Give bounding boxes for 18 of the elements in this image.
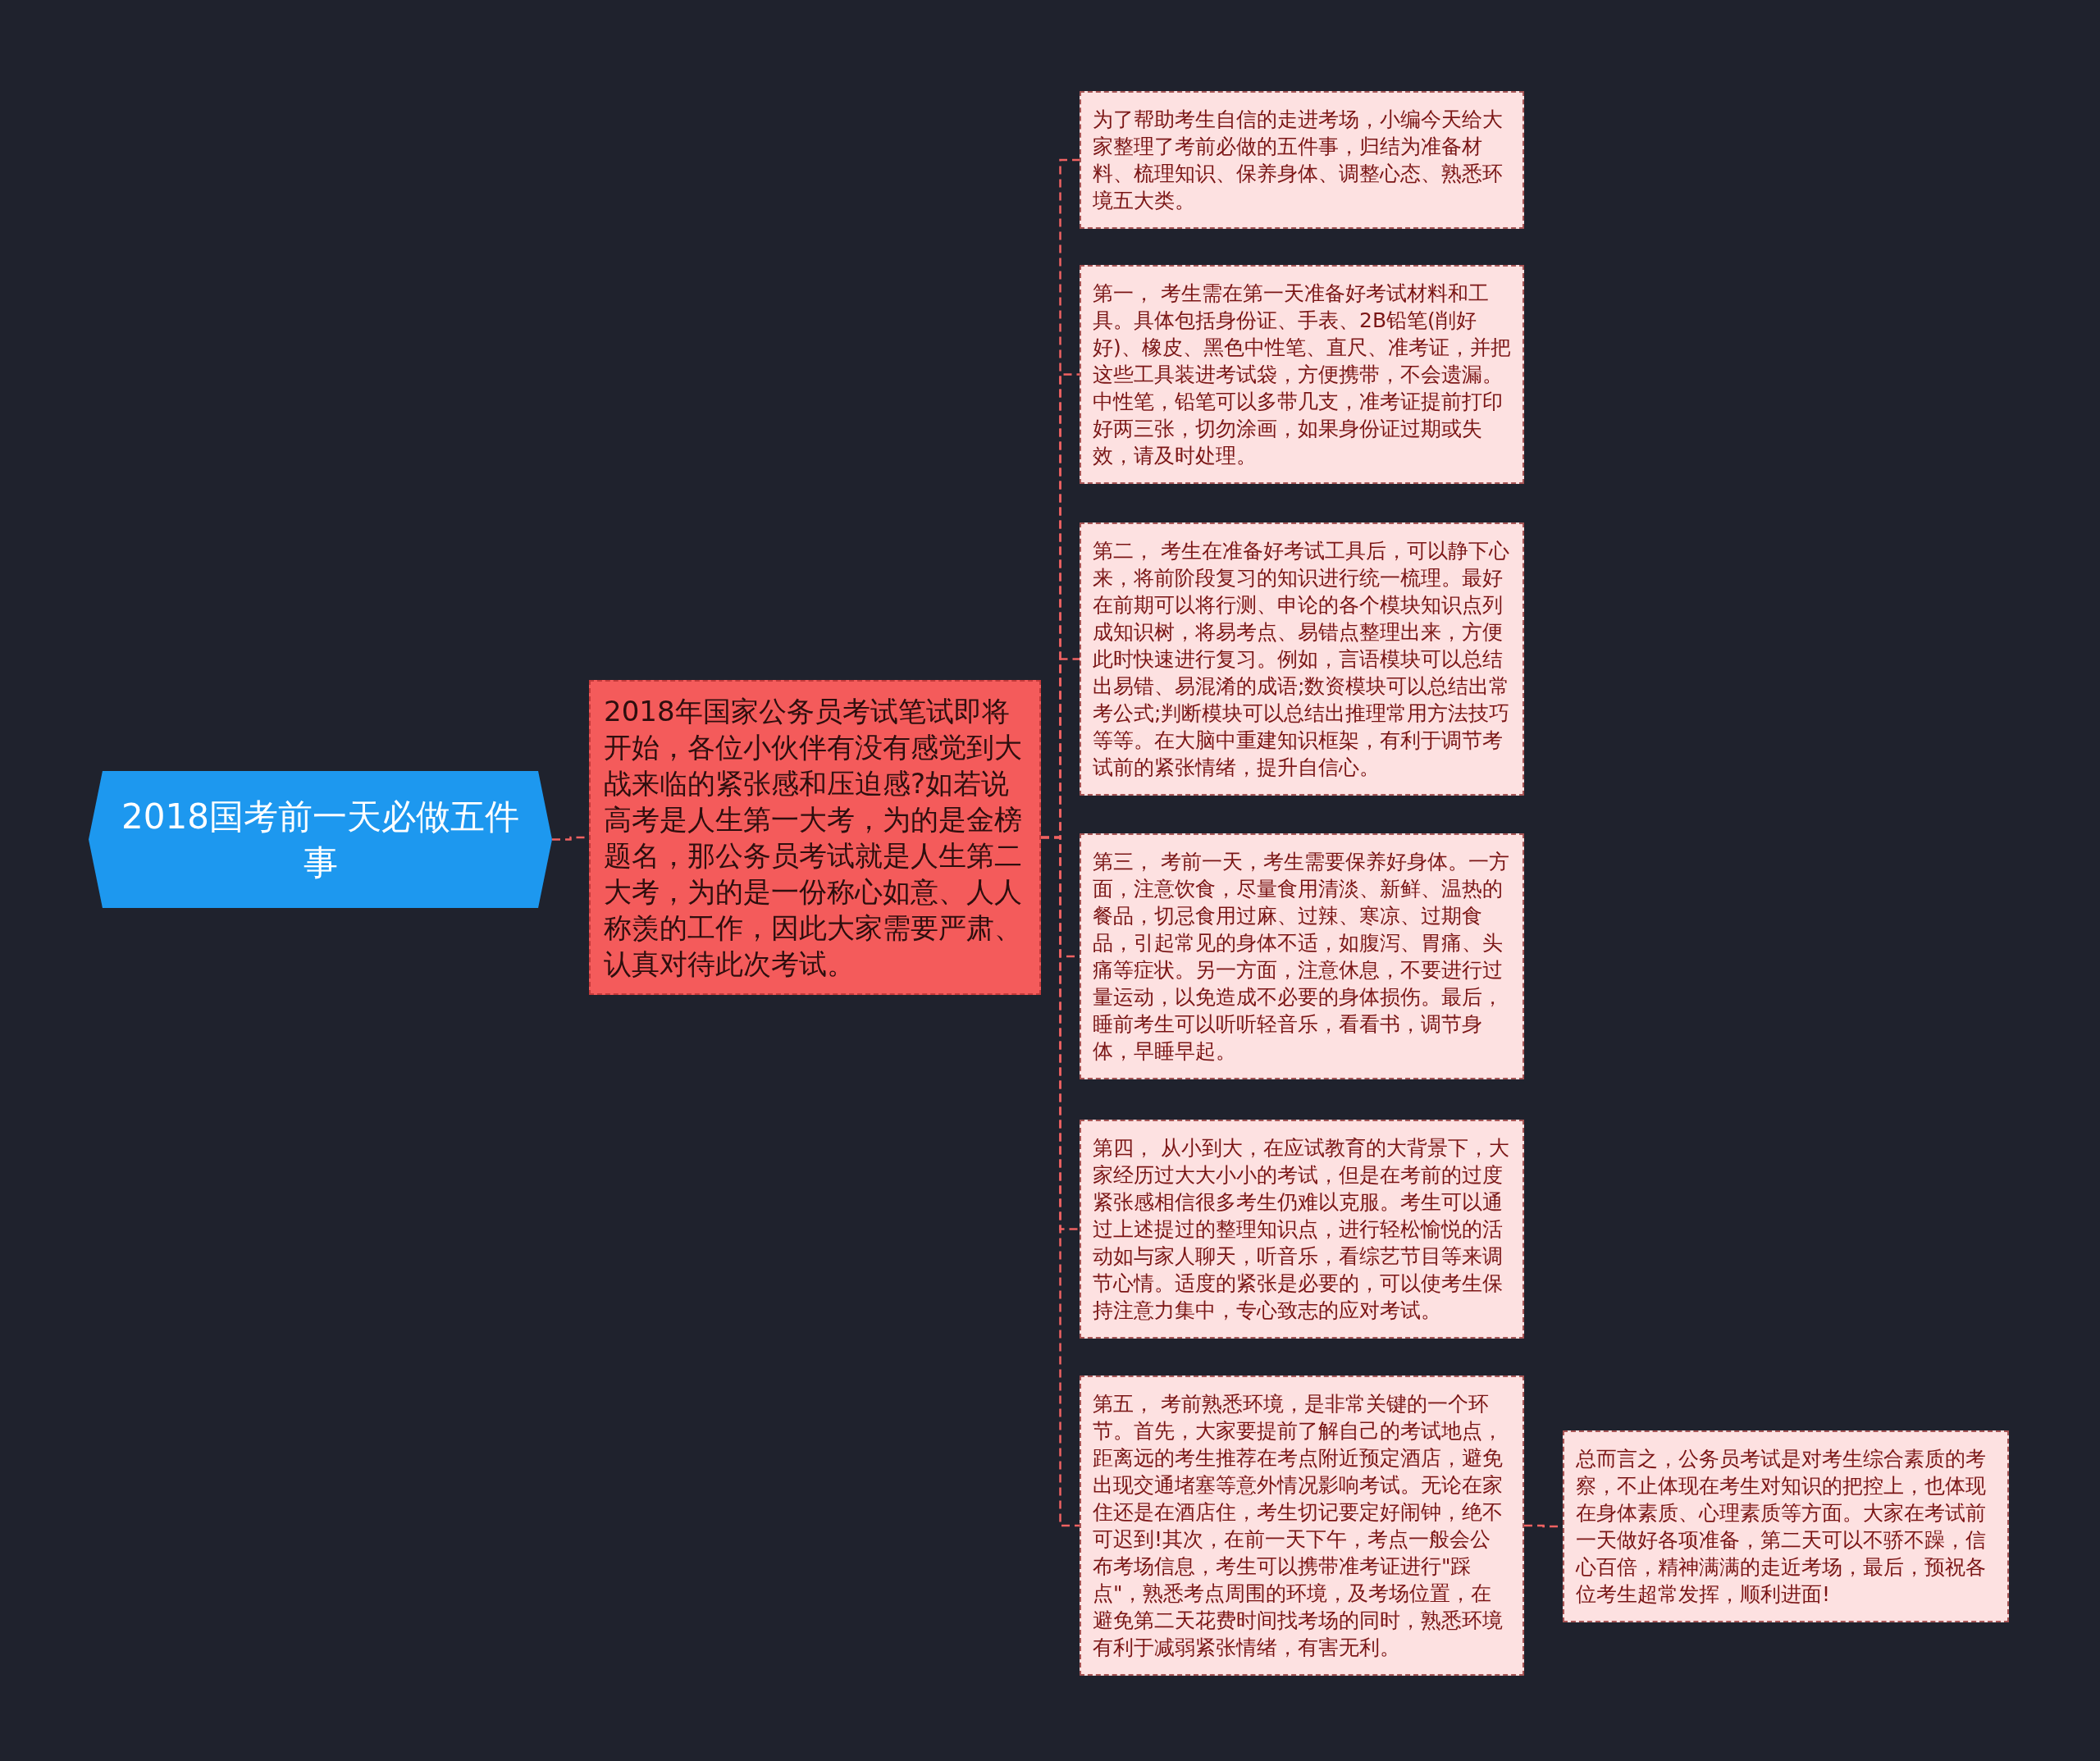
note-text: 第三， 考前一天，考生需要保养好身体。一方面，注意饮食，尽量食用清淡、新鲜、温热的餐品，切忌食用过麻、过辣、寒凉、过期食品，引起常见的身体不适，如腹泻、胃痛、头痛等症状。另一方面，注意休息，不要进行过量运动，以免造成不必要的身体损伤。最后，睡前考生可以听听轻音乐，看看书，调节身体，早睡早起。 (1093, 849, 1510, 1065)
note-box (1080, 1375, 1524, 1676)
connector-line (1041, 836, 1080, 1527)
note-box (1080, 833, 1524, 1079)
note-text: 第二， 考生在准备好考试工具后，可以静下心来，将前阶段复习的知识进行统一梳理。最好在前期可以将行测、申论的各个模块知识点列成知识树，将易考点、易错点整理出来，方便此时快速进行复习。例如，言语模块可以总结出易错、易混淆的成语;数资模块可以总结出常考公式;判断模块可以总结出推理常用方法技巧等等。在大脑中重建知识框架，有利于调节考试前的紧张情绪，提升自信心。 (1093, 538, 1511, 781)
note-text: 第一， 考生需在第一天准备好考试材料和工具。具体包括身份证、手表、2B铅笔(削好好)、橡皮、黑色中性笔、直尺、准考证，并把这些工具装进考试袋，方便携带，不会遗漏。中性笔，铅笔可以多带几支，准考证提前打印好两三张，切勿涂画，如果身份证过期或失效，请及时处理。 (1093, 281, 1511, 469)
note-text: 第五， 考前熟悉环境，是非常关键的一个环节。首先，大家要提前了解自己的考试地点，距离远的考生推荐在考点附近预定酒店，避免出现交通堵塞等意外情况影响考试。无论在家住还是在酒店住，考生切记要定好闹钟，绝不可迟到!其次，在前一天下午，考点一般会公布考场信息，考生可以携带准考证进行"踩点"，熟悉考点周围的环境，及考场位置，在避免第二天花费时间找考场的同时，熟悉环境有利于减弱紧张情绪，有害无利。 (1093, 1391, 1504, 1661)
note-text: 总而言之，公务员考试是对考生综合素质的考察，不止体现在考生对知识的把控上，也体现在身体素质、心理素质等方面。大家在考试前一天做好各项准备，第二天可以不骄不躁，信心百倍，精神满满的走近考场，最后，预祝各位考生超常发挥，顺利进面! (1576, 1446, 1987, 1608)
intro-box (589, 680, 1041, 995)
note-box (1563, 1430, 2009, 1622)
note-box (1080, 91, 1524, 229)
note-box (1080, 522, 1524, 796)
note-box (1080, 265, 1524, 484)
note-text: 为了帮助考生自信的走进考场，小编今天给大家整理了考前必做的五件事，归结为准备材料、梳理知识、保养身体、调整心态、熟悉环境五大类。 (1093, 107, 1504, 214)
intro-text: 2018年国家公务员考试笔试即将开始，各位小伙伴有没有感觉到大战来临的紧张感和压迫感?如若说高考是人生第一大考，为的是金榜题名，那公务员考试就是人生第二大考，为的是一份称心如意、人人称羡的工作，因此大家需要严肃、认真对待此次考试。 (604, 694, 1023, 982)
topic-title: 2018国考前一天必做五件事 (121, 795, 519, 884)
note-text: 第四， 从小到大，在应试教育的大背景下，大家经历过大大小小的考试，但是在考前的过度紧张感相信很多考生仍难以克服。考生可以通过上述提过的整理知识点，进行轻松愉悦的活动如与家人聊天，听音乐，看综艺节目等来调节心情。适度的紧张是必要的，可以使考生保持注意力集中，专心致志的应对考试。 (1093, 1135, 1510, 1324)
note-box (1080, 1120, 1524, 1339)
